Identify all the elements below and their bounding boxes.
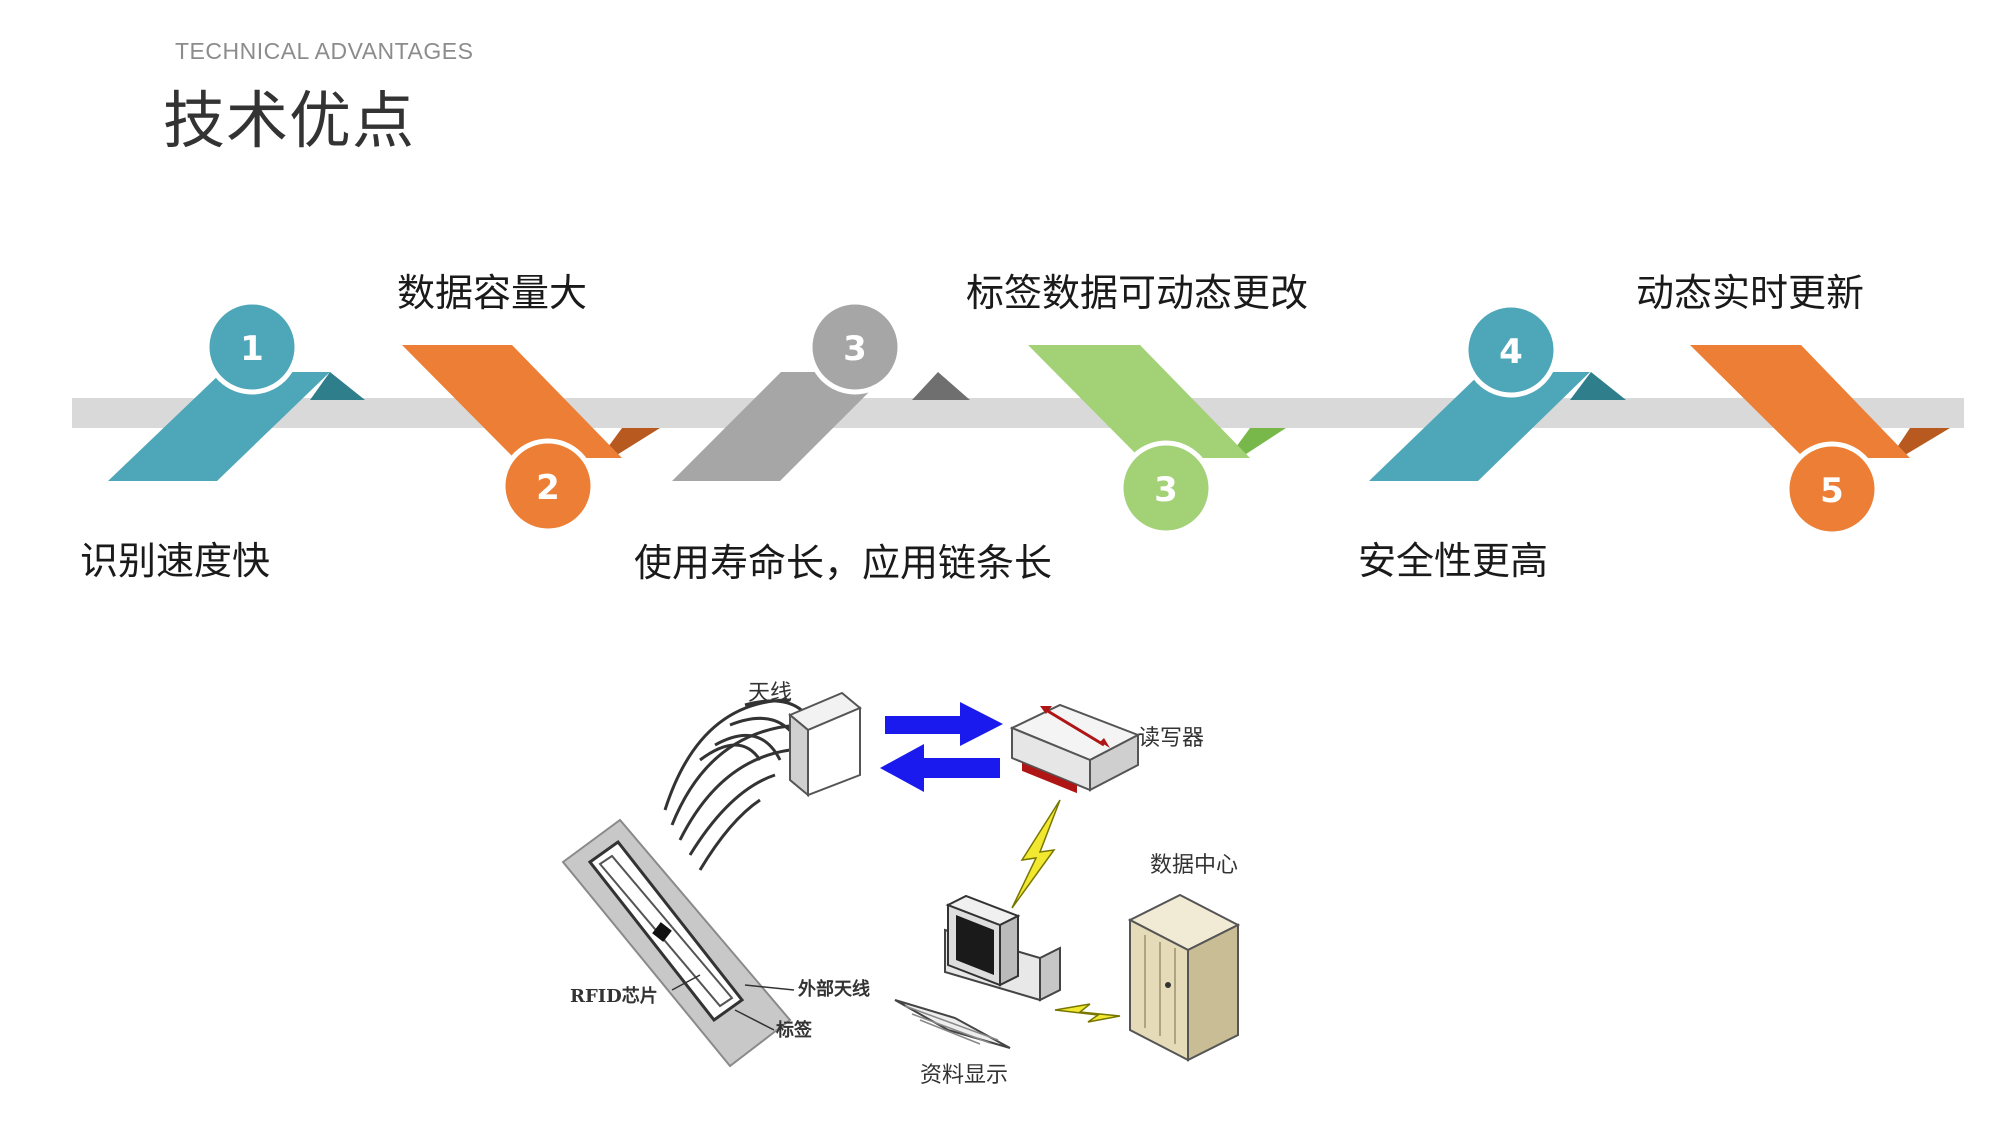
step-6-shape: 5 <box>1690 345 1950 537</box>
step-4-number: 3 <box>1154 470 1178 510</box>
step-4-shape: 3 <box>1028 345 1286 536</box>
step-5-shape: 4 <box>1369 302 1626 481</box>
step-2-number: 2 <box>536 468 560 508</box>
data-center-server <box>1127 893 1241 1062</box>
step-6-label: 动态实时更新 <box>1636 271 1865 315</box>
step-3-label: 使用寿命长，应用链条长 <box>634 541 1053 585</box>
page-title: 技术优点 <box>163 84 416 157</box>
data-center-label: 数据中心 <box>1150 853 1238 878</box>
timeline-graphic: 1 2 3 3 4 5 <box>72 299 1964 537</box>
step-4-label: 标签数据可动态更改 <box>966 271 1309 315</box>
step-1-shape: 1 <box>108 299 365 481</box>
timeline-band <box>72 398 1964 428</box>
step-1-number: 1 <box>240 329 264 369</box>
antenna-device <box>788 691 862 798</box>
step-2-shape: 2 <box>402 345 660 534</box>
tag-label: 标签 <box>775 1019 813 1041</box>
computer-device <box>894 894 1061 1049</box>
step-2-label: 数据容量大 <box>397 271 588 315</box>
step-1-label: 识别速度快 <box>80 539 271 583</box>
external-antenna-label: 外部天线 <box>798 978 870 1000</box>
reader-device <box>1009 703 1141 794</box>
section-subtitle: TECHNICAL ADVANTAGES <box>175 38 474 64</box>
reader-label: 读写器 <box>1138 726 1204 751</box>
rfid-chip-label: RFID芯片 <box>570 985 658 1007</box>
display-label: 资料显示 <box>920 1063 1008 1088</box>
step-5-number: 4 <box>1499 332 1523 372</box>
rfid-tag-card <box>561 818 792 1068</box>
step-3-shape: 3 <box>672 299 970 481</box>
wireless-link-icon <box>1011 799 1121 1023</box>
antenna-label: 天线 <box>748 681 792 706</box>
step-5-label: 安全性更高 <box>1358 539 1549 583</box>
step-3-number: 3 <box>843 329 867 369</box>
step-6-number: 5 <box>1820 471 1844 511</box>
radio-waves-icon <box>663 698 817 871</box>
data-exchange-arrows <box>880 702 1003 792</box>
